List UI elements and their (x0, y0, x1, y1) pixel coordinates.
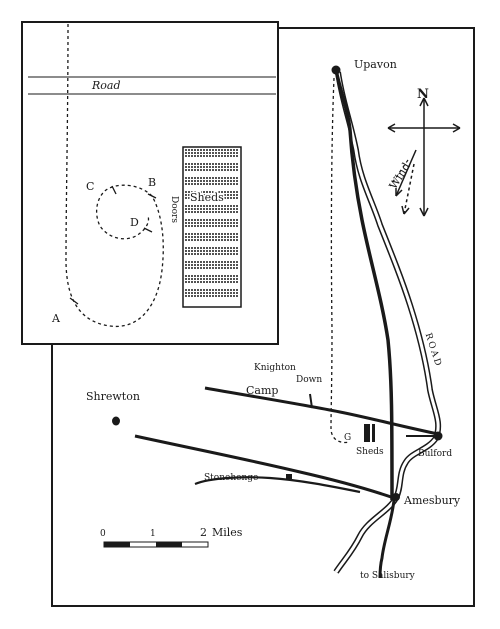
waypoint-a-tick (69, 297, 79, 305)
dot-stonehenge (286, 474, 292, 480)
label-knighton: Knighton (254, 363, 296, 373)
road-amesbury-salisbury (378, 499, 396, 579)
dashed-flight-route (330, 77, 351, 444)
label-sheds: Sheds (356, 447, 384, 457)
label-salisbury: to Salisbury (360, 571, 416, 581)
dot-bulford (433, 431, 443, 441)
label-wind: Wind (387, 160, 413, 191)
waypoint-b-tick (147, 193, 157, 199)
label-g: G (344, 433, 351, 443)
point-c: C (86, 180, 94, 193)
road-lower (134, 434, 395, 500)
scale-tick-1: 1 (150, 529, 156, 539)
road-stonehenge (194, 476, 361, 494)
label-north: N (417, 87, 429, 102)
inset-frame (21, 21, 279, 345)
scale-tick-0: 0 (100, 529, 106, 539)
point-a: A (51, 312, 61, 325)
road-upavon-amesbury (334, 69, 394, 501)
label-camp: Camp (246, 384, 278, 397)
waypoint-c-tick (111, 185, 117, 195)
point-d: D (130, 216, 139, 229)
river-avon-inner (334, 71, 440, 573)
inset-sheds (182, 146, 242, 308)
dot-amesbury (392, 493, 400, 501)
label-amesbury: Amesbury (403, 494, 461, 507)
label-down: Down (296, 375, 322, 385)
scale-tick-2: 2 (200, 526, 207, 539)
label-bulford: Bulford (418, 449, 452, 459)
road-camp (204, 386, 439, 436)
label-upavon: Upavon (354, 58, 397, 71)
waypoint-d-tick (143, 227, 153, 233)
inset-road-label: Road (91, 79, 121, 92)
sheds-mark (364, 424, 370, 442)
dot-shrewton (112, 416, 120, 426)
wind-arrows (389, 149, 417, 215)
road-knighton (309, 393, 313, 409)
inset-sheds-label: Sheds (190, 191, 224, 204)
sheds-mark-2 (372, 424, 375, 442)
inset-doors-label: Doors (169, 196, 179, 223)
scale-unit: Miles (212, 526, 243, 539)
label-shrewton: Shrewton (86, 390, 140, 403)
point-b: B (148, 176, 156, 189)
label-stonehenge: Stonehenge (204, 473, 258, 483)
inset-dashed-approach (65, 23, 164, 327)
dot-upavon (331, 65, 341, 75)
inset-dashed-circuit (95, 184, 153, 240)
scale-bar (103, 541, 209, 548)
compass-rose (387, 97, 461, 217)
